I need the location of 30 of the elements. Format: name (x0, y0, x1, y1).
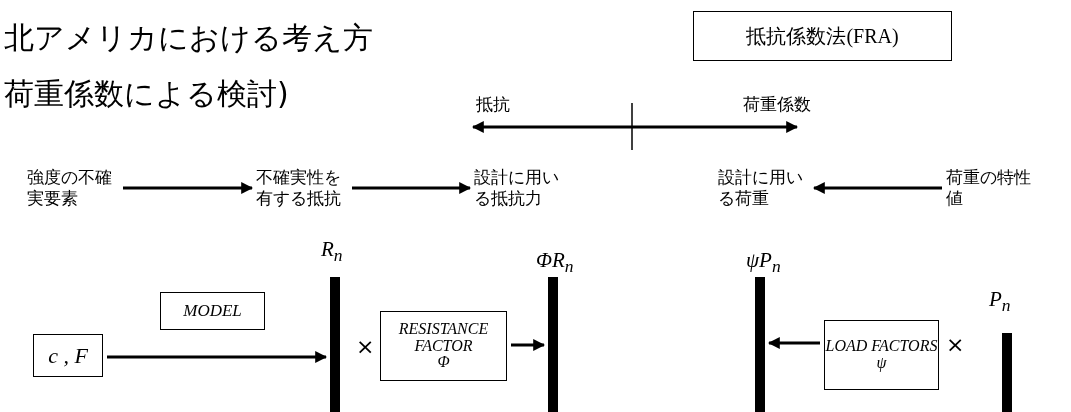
arrow (123, 182, 254, 194)
arrow (352, 182, 472, 194)
arrow (107, 351, 328, 363)
step-text: 設計に用いる抵抗力 (474, 167, 566, 209)
arrow (767, 337, 820, 349)
bar (548, 277, 558, 412)
step-text: 強度の不確実要素 (27, 167, 119, 209)
arrow (812, 182, 942, 194)
subtitle: 荷重係数による検討) (4, 75, 289, 113)
title-box: 抵抗係数法(FRA) (693, 11, 952, 61)
axis-label: 荷重係数 (743, 93, 811, 116)
bar (330, 277, 340, 412)
step-text: 設計に用いる荷重 (718, 167, 810, 209)
model-box: MODEL (160, 292, 265, 330)
multiply-sign: × (946, 332, 965, 357)
axis-label: 抵抗 (476, 93, 510, 116)
bar (1002, 333, 1012, 412)
bar-label: ψP$_{n}$ (746, 248, 781, 278)
factor-box: RESISTANCE FACTOR Φ (380, 311, 507, 381)
bar-label: P$_{n}$ (989, 287, 1011, 317)
arrow (511, 339, 546, 351)
factor-box: LOAD FACTORS ψ (824, 320, 939, 390)
title: 北アメリカにおける考え方 (4, 19, 373, 57)
bar (755, 277, 765, 412)
bar-label: R$_{n}$ (321, 237, 343, 267)
variable-box: c , F (33, 334, 103, 377)
step-text: 不確実性を有する抵抗 (256, 167, 348, 209)
multiply-sign: × (356, 334, 375, 359)
step-text: 荷重の特性値 (946, 167, 1038, 209)
bar-label: ΦR$_{n}$ (536, 248, 574, 278)
